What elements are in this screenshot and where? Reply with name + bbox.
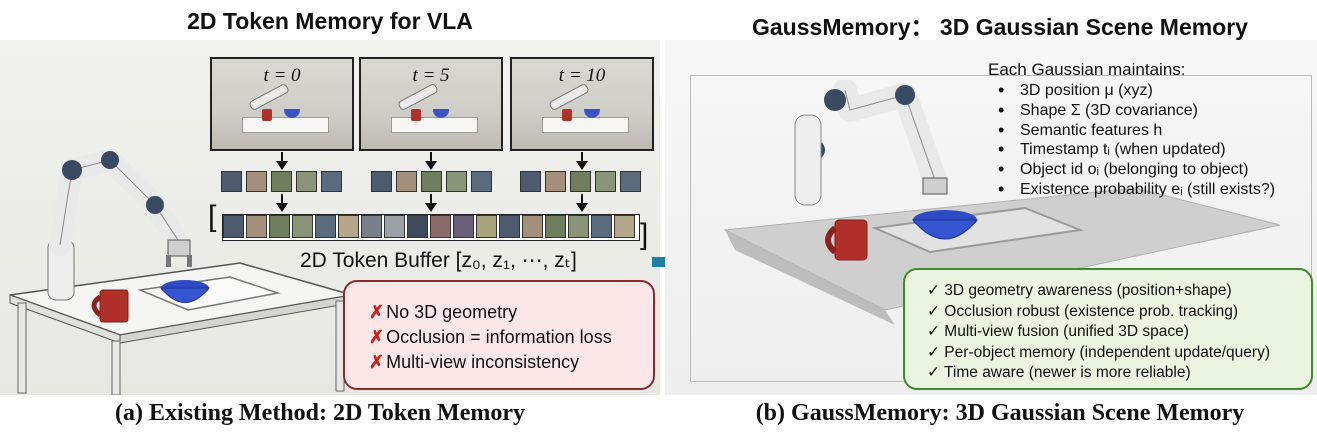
mini-mug	[262, 109, 272, 121]
token-tile	[407, 215, 428, 238]
token-tile	[620, 171, 641, 192]
mini-table	[391, 117, 478, 133]
advantage-item: ✓ 3D geometry awareness (position+shape)	[927, 282, 1232, 299]
mini-arm	[248, 82, 290, 112]
token-tile	[321, 171, 342, 192]
advantage-item: ✓ Per-object memory (independent update/…	[927, 343, 1270, 361]
token-tile	[338, 215, 359, 238]
token-strip-t5	[371, 171, 497, 192]
token-tile	[421, 171, 442, 192]
token-tile	[396, 171, 417, 192]
token-tile	[430, 215, 451, 238]
token-strip-t0	[221, 171, 347, 192]
advantage-item: ✓ Occlusion robust (existence prob. trac…	[927, 302, 1239, 320]
attribute-item: 3D position μ (xyz)	[988, 81, 1313, 101]
buffer-right-bracket: ]	[640, 218, 649, 251]
limitation-text: No 3D geometry	[386, 302, 518, 322]
buffer-left-bracket: [	[208, 200, 217, 233]
mini-table	[542, 117, 629, 133]
limitation-item: ✗Multi-view inconsistency	[369, 350, 653, 375]
left-caption: (a) Existing Method: 2D Token Memory	[115, 400, 525, 426]
limitations-box: ✗No 3D geometry ✗Occlusion = information…	[343, 280, 655, 390]
arrow-down-icon	[576, 194, 588, 212]
frame-t0: t = 0	[210, 57, 354, 151]
mini-bowl	[284, 109, 300, 118]
token-strip-t10	[520, 171, 646, 192]
right-title: GaussMemory： 3D Gaussian Scene Memory	[752, 14, 1248, 40]
token-tile	[545, 171, 566, 192]
token-tile	[570, 171, 591, 192]
token-tile	[545, 215, 566, 238]
frame-label: t = 5	[412, 65, 450, 86]
token-tile	[568, 215, 589, 238]
arrow-down-icon	[425, 152, 437, 170]
attribute-item: Semantic features h	[988, 121, 1313, 141]
token-tile	[446, 171, 467, 192]
attribute-item: Existence probability eᵢ (still exists?)	[988, 180, 1313, 200]
token-tile	[246, 171, 267, 192]
token-tile	[520, 171, 541, 192]
token-tile	[315, 215, 336, 238]
gaussian-scene-illustration	[723, 80, 1281, 325]
token-tile	[384, 215, 405, 238]
token-tile	[471, 171, 492, 192]
cross-icon: ✗	[369, 327, 385, 347]
right-caption: (b) GaussMemory: 3D Gaussian Scene Memor…	[755, 400, 1245, 426]
limitation-text: Multi-view inconsistency	[386, 352, 580, 372]
frame-t10: t = 10	[510, 57, 654, 151]
token-tile	[269, 215, 290, 238]
limitation-item: ✗No 3D geometry	[369, 300, 653, 325]
attribute-item: Object id oᵢ (belonging to object)	[988, 160, 1313, 180]
mini-table	[242, 117, 329, 133]
token-buffer	[222, 214, 640, 241]
limitation-item: ✗Occlusion = information loss	[369, 325, 653, 350]
attribute-item: Shape Σ (3D covariance)	[988, 101, 1313, 121]
token-tile	[223, 215, 244, 238]
mini-arm	[397, 82, 439, 112]
mini-bowl	[584, 109, 600, 118]
token-tile	[221, 171, 242, 192]
frame-label: t = 0	[263, 65, 301, 86]
cross-icon: ✗	[369, 352, 385, 372]
token-tile	[271, 171, 292, 192]
buffer-label: 2D Token Buffer [z₀, z₁, ⋯, zₜ]	[300, 249, 577, 272]
token-tile	[476, 215, 497, 238]
robot-scene-illustration	[9, 149, 353, 395]
attributes-heading: Each Gaussian maintains:	[988, 60, 1186, 79]
token-tile	[595, 171, 616, 192]
arrow-down-icon	[276, 194, 288, 212]
advantage-item: ✓ Time aware (newer is more reliable)	[927, 364, 1191, 381]
mini-arm	[548, 82, 590, 112]
limitation-text: Occlusion = information loss	[386, 327, 612, 347]
token-tile	[499, 215, 520, 238]
advantages-box: ✓ 3D geometry awareness (position+shape)…	[903, 268, 1313, 390]
token-tile	[371, 171, 392, 192]
mini-bowl	[433, 109, 449, 118]
token-tile	[591, 215, 612, 238]
frame-t5: t = 5	[359, 57, 503, 151]
arrow-down-icon	[425, 194, 437, 212]
token-tile	[614, 215, 635, 238]
frame-label: t = 10	[558, 65, 606, 86]
attribute-item: Timestamp tᵢ (when updated)	[988, 140, 1313, 160]
mini-mug	[411, 109, 421, 121]
left-title: 2D Token Memory for VLA	[187, 8, 473, 34]
cross-icon: ✗	[369, 302, 385, 322]
token-tile	[292, 215, 313, 238]
token-tile	[453, 215, 474, 238]
token-tile	[522, 215, 543, 238]
token-tile	[246, 215, 267, 238]
token-tile	[296, 171, 317, 192]
arrow-down-icon	[576, 152, 588, 170]
token-tile	[361, 215, 382, 238]
mini-mug	[562, 109, 572, 121]
gaussian-attributes-box: Each Gaussian maintains: 3D position μ (…	[988, 60, 1313, 200]
advantage-item: ✓ Multi-view fusion (unified 3D space)	[927, 323, 1189, 340]
arrow-down-icon	[276, 152, 288, 170]
